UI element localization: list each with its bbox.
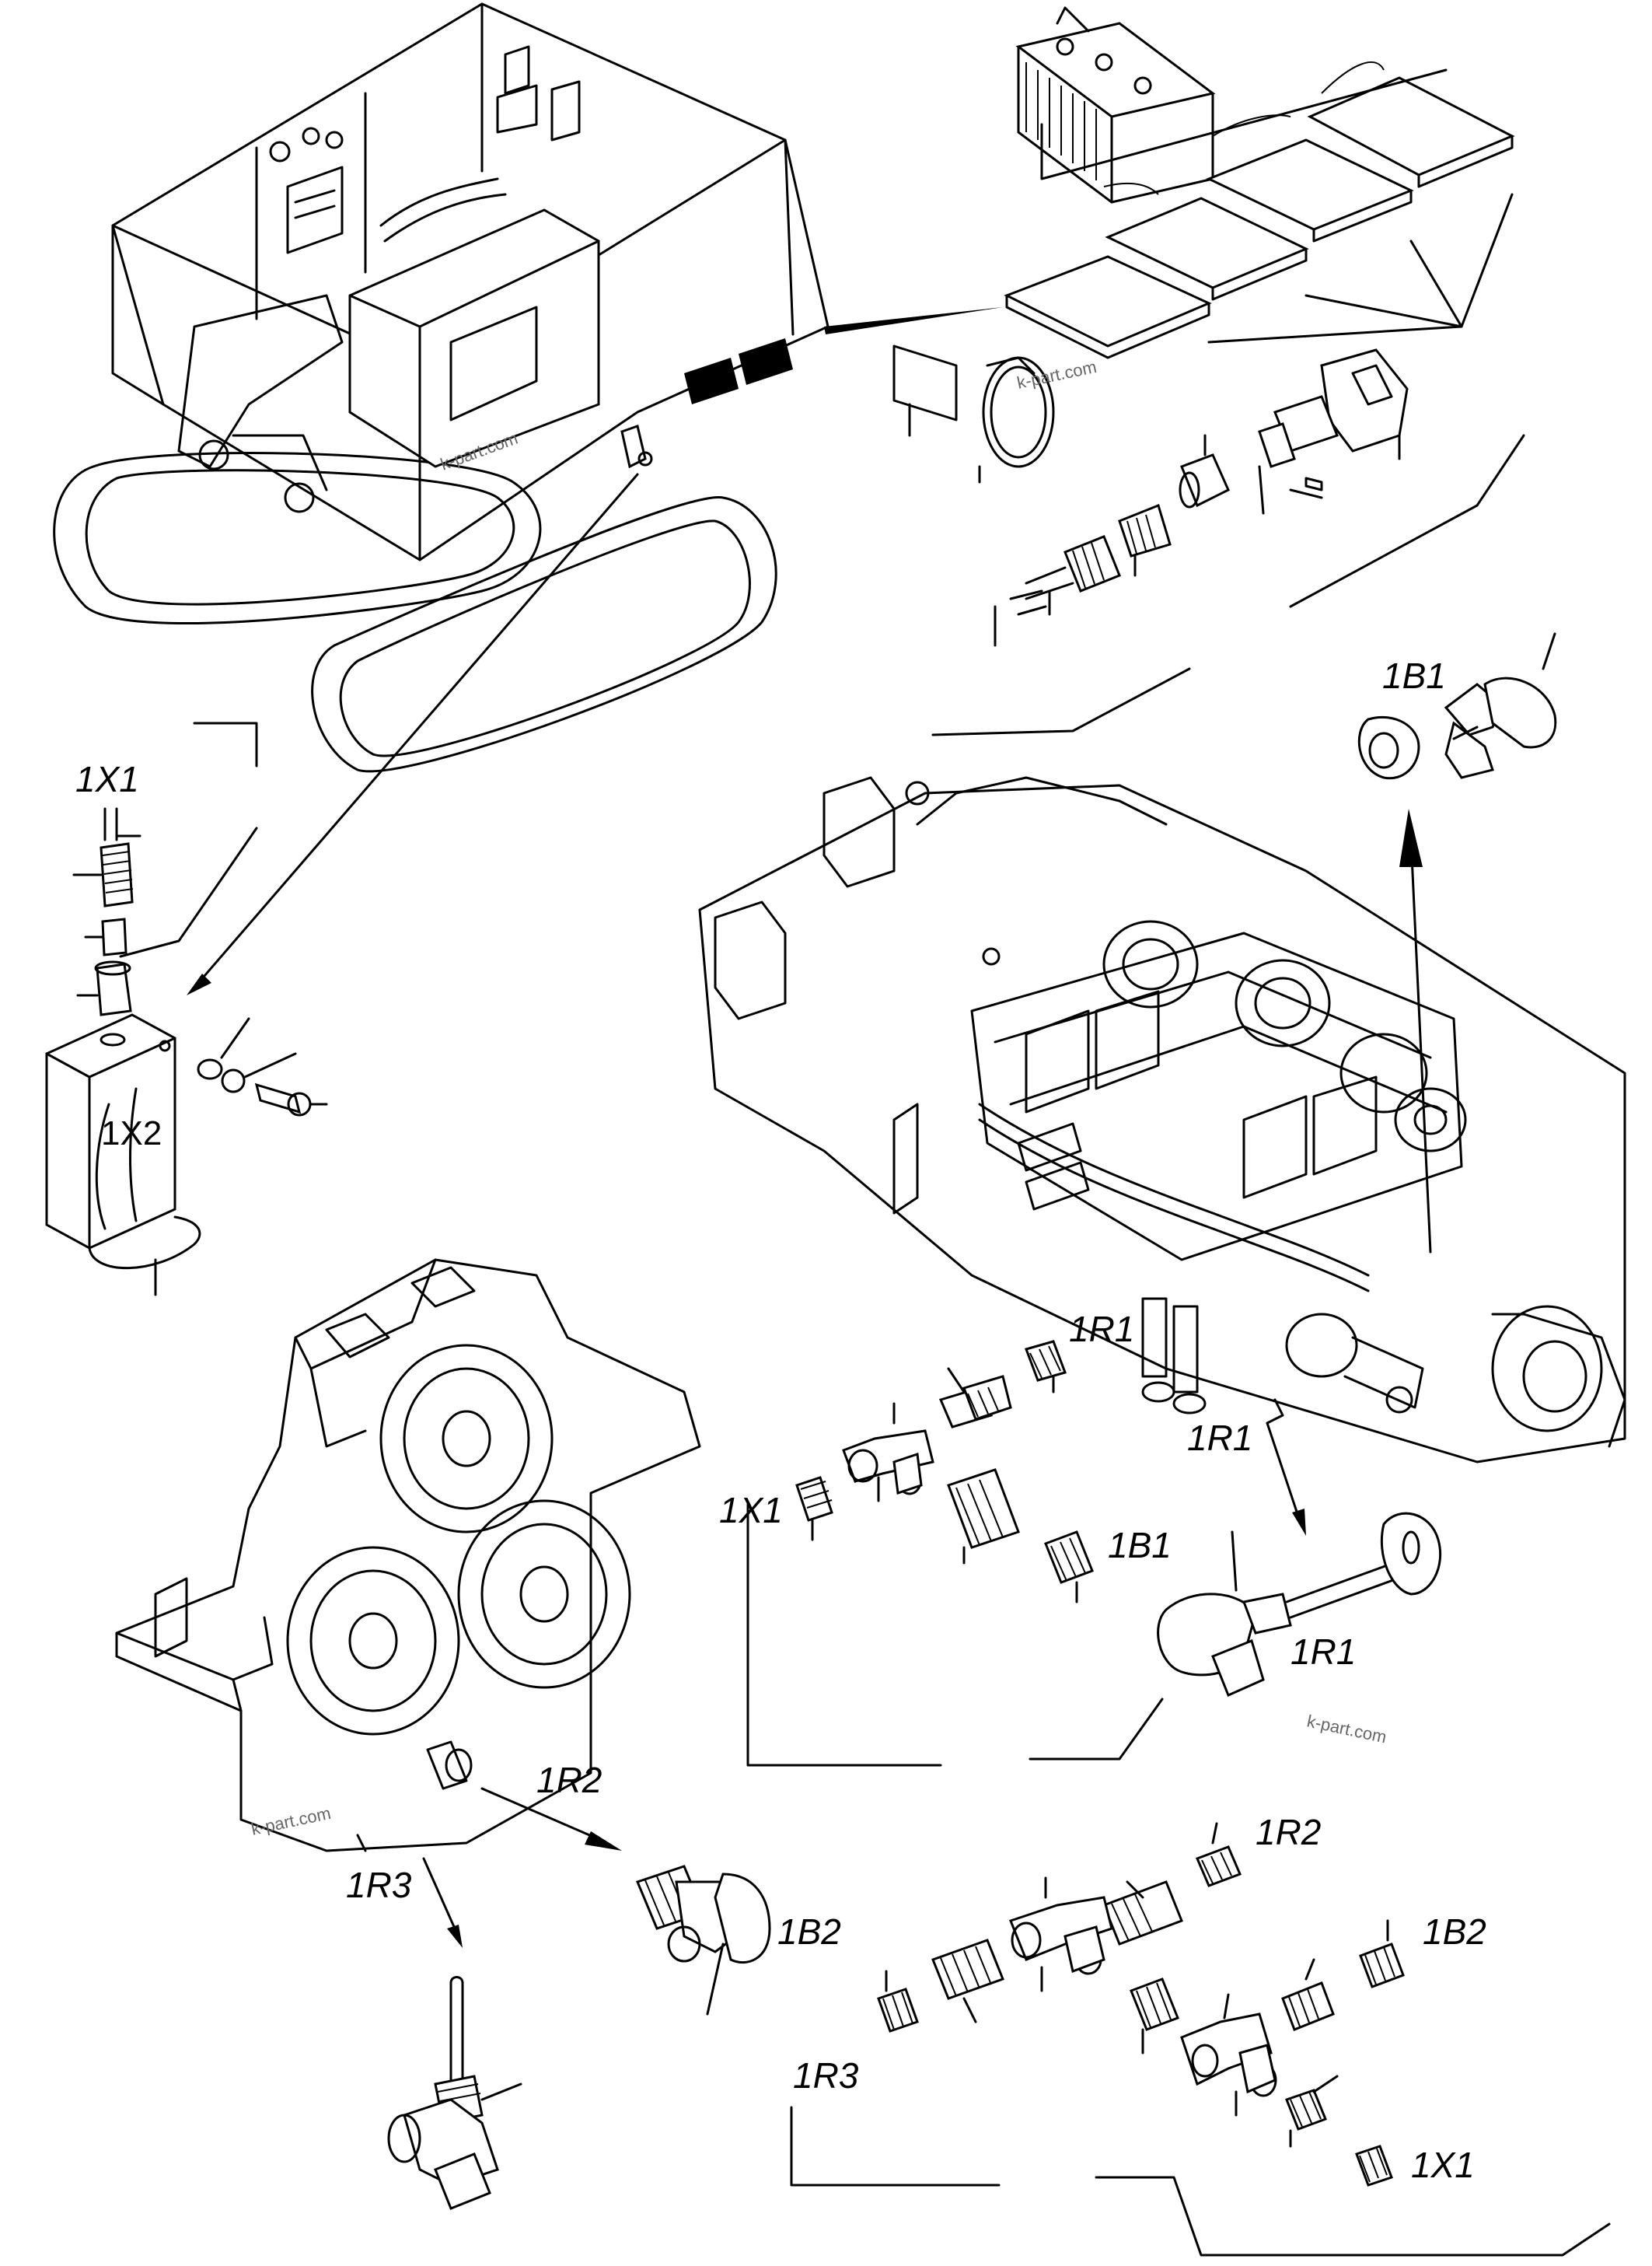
battery-assembly	[1004, 6, 1515, 359]
sender-1x2	[45, 722, 328, 1296]
label-1b2-a: 1B2	[777, 1911, 841, 1952]
label-1x2: 1X2	[101, 1114, 162, 1152]
label-1b1-mid: 1B1	[1108, 1525, 1172, 1565]
label-1r1-a: 1R1	[1069, 1309, 1134, 1349]
harness-middle	[746, 1340, 1164, 1767]
label-1b2-b: 1B2	[1423, 1911, 1486, 1952]
label-1r1-c: 1R1	[1291, 1631, 1356, 1672]
label-1r2-b: 1R2	[1256, 1812, 1321, 1852]
watermark-4: k-part.com	[250, 1803, 333, 1839]
label-1x1-bot: 1X1	[1411, 2145, 1475, 2185]
sensor-1r1	[1157, 1512, 1442, 1698]
sensor-1r3	[387, 1976, 522, 2210]
engine-illustration	[698, 776, 1626, 1536]
sensor-1b2	[635, 1865, 771, 2016]
label-1r1-b: 1R1	[1187, 1418, 1252, 1458]
connector-parts	[892, 344, 1525, 736]
harness-bottom	[790, 1822, 1611, 2257]
excavator-illustration	[53, 2, 1003, 995]
label-1r3-b: 1R3	[793, 2055, 859, 2096]
sensor-1b1-top	[1357, 632, 1557, 780]
label-1x1-top: 1X1	[75, 759, 139, 799]
watermark-2: k-part.com	[1015, 357, 1098, 393]
label-1r2-a: 1R2	[536, 1760, 602, 1800]
gearbox-illustration	[115, 1258, 701, 1948]
label-1x1-mid: 1X1	[719, 1490, 783, 1530]
label-1r3-a: 1R3	[346, 1865, 412, 1905]
watermark-3: k-part.com	[1305, 1711, 1388, 1747]
label-1b1-top: 1B1	[1382, 656, 1446, 696]
